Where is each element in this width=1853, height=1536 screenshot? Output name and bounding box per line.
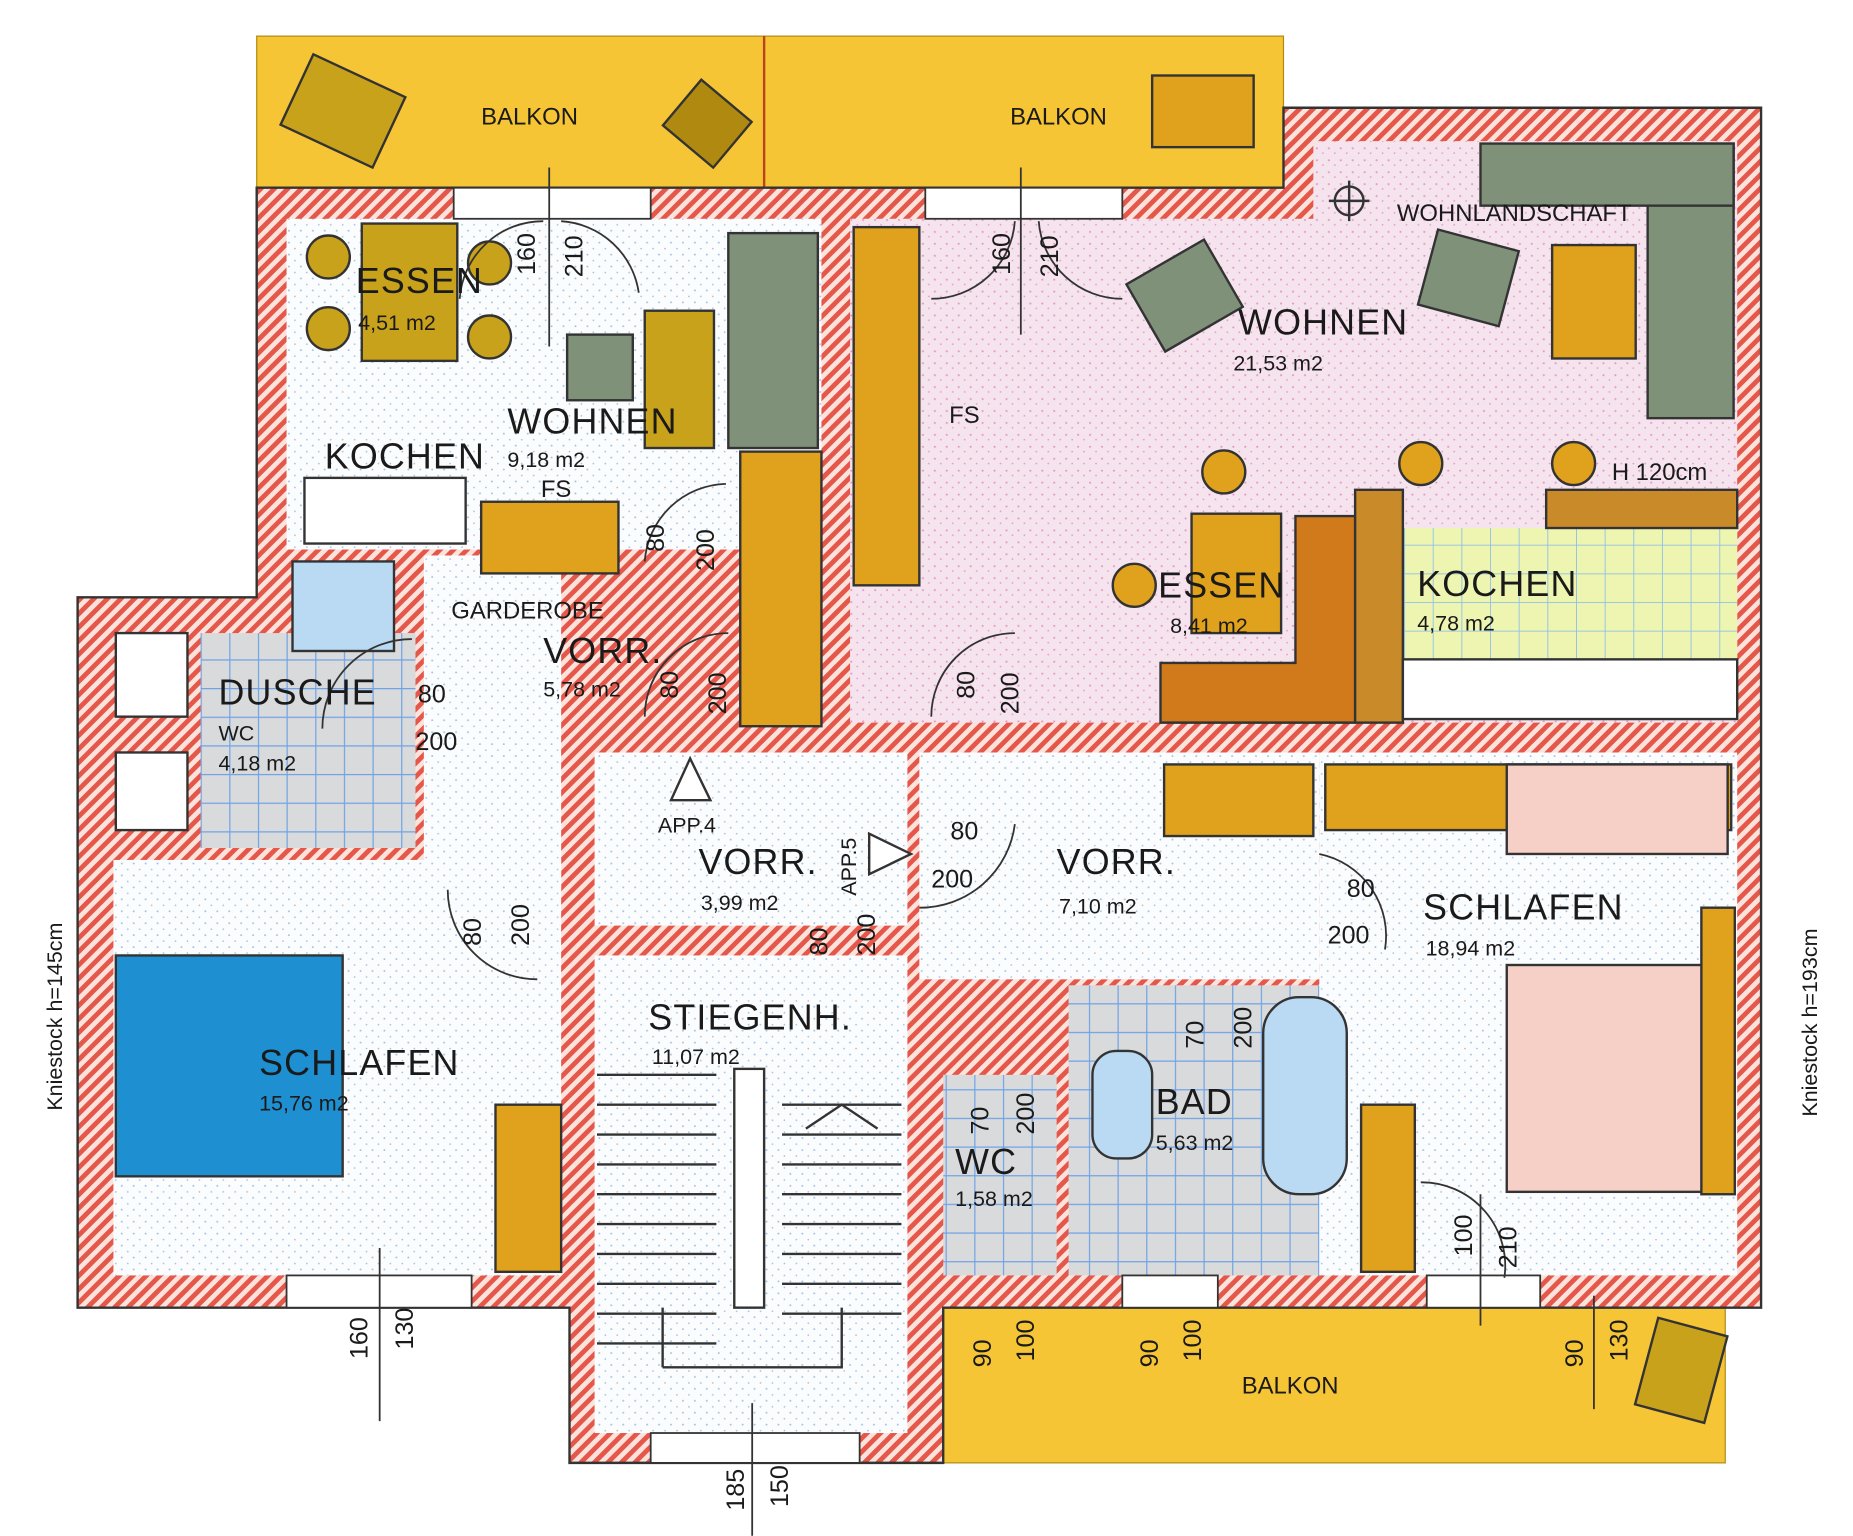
dim: 100: [1450, 1214, 1478, 1256]
dim: 80: [1347, 875, 1375, 903]
room-name: WOHNEN: [507, 402, 677, 442]
dim: 100: [1179, 1320, 1207, 1362]
dim: 80: [642, 524, 670, 552]
dim: 80: [950, 818, 978, 846]
dim: 70: [967, 1107, 995, 1135]
dim: 210: [561, 235, 589, 277]
balcony-label: BALKON: [1010, 103, 1107, 130]
entrance-marker-app4: [669, 755, 713, 802]
room-name: ESSEN: [1158, 565, 1285, 605]
dim: 200: [931, 865, 973, 893]
room-name: WOHNEN: [1238, 303, 1408, 343]
kniestock-right: Kniestock h=193cm: [1798, 929, 1822, 1117]
dim: 200: [996, 672, 1024, 714]
dim: 80: [656, 671, 684, 699]
room-name: GARDEROBE: [451, 598, 603, 625]
furniture: [114, 52, 1739, 1425]
room-area: 5,63 m2: [1156, 1131, 1234, 1155]
app5-label: APP.5: [837, 838, 861, 896]
room-area: 9,18 m2: [507, 448, 585, 472]
dim: 200: [1012, 1093, 1040, 1135]
dim: 80: [805, 928, 833, 956]
dim: 80: [459, 918, 487, 946]
room-area: 3,99 m2: [701, 891, 779, 915]
dim: 185: [722, 1469, 750, 1511]
kniestock-left: Kniestock h=145cm: [43, 923, 67, 1111]
balcony-bottom: [942, 1307, 1726, 1464]
dim: 160: [346, 1317, 374, 1359]
dim: 160: [988, 233, 1016, 275]
room-name: BAD: [1156, 1082, 1233, 1122]
room-vorr-mid: [594, 752, 908, 926]
dim: 90: [969, 1339, 997, 1367]
dim: 80: [418, 680, 446, 708]
room-area: 7,10 m2: [1059, 895, 1137, 919]
room-wc: [943, 1074, 1057, 1276]
dim: 210: [1036, 235, 1064, 277]
dim: 210: [1494, 1226, 1522, 1268]
room-area: 11,07 m2: [652, 1045, 740, 1069]
room-area: 18,94 m2: [1426, 936, 1516, 960]
stairs: [596, 1067, 902, 1369]
dim: 200: [1328, 922, 1370, 950]
dim: 200: [853, 914, 881, 956]
room-dusche: [200, 633, 416, 848]
room-area: 4,78 m2: [1417, 612, 1495, 636]
dim: 160: [513, 233, 541, 275]
room-name: DUSCHE: [218, 673, 376, 713]
dim: 70: [1181, 1021, 1209, 1049]
room-kochen-right: [1402, 528, 1738, 660]
dimension-lines: [378, 167, 1595, 1536]
room-area: 21,53 m2: [1233, 351, 1323, 375]
dim: 100: [1012, 1320, 1040, 1362]
room-area: 15,76 m2: [259, 1092, 349, 1116]
dimension-labels: 160 210 160 210 80 200 80 200 80 200 80 …: [346, 233, 1634, 1511]
dim: 80: [952, 671, 980, 699]
app4-label: APP.4: [658, 813, 716, 837]
room-name: STIEGENH.: [648, 997, 852, 1037]
dim: 200: [1229, 1007, 1257, 1049]
balcony-label: BALKON: [481, 103, 578, 130]
dim: 90: [1561, 1339, 1589, 1367]
room-area: 1,58 m2: [955, 1187, 1033, 1211]
room-area: 4,18 m2: [218, 751, 296, 775]
room-name: WC: [955, 1142, 1017, 1182]
room-sub: WC: [218, 722, 254, 746]
room-name: WOHNLANDSCHAFT: [1397, 200, 1632, 227]
dim: 200: [507, 904, 535, 946]
room-name: VORR.: [1057, 842, 1176, 882]
room-area: 8,41 m2: [1170, 614, 1248, 638]
dim: 200: [704, 672, 732, 714]
room-name: ESSEN: [356, 261, 483, 301]
door-swings: [321, 220, 1507, 1278]
height-label: H 120cm: [1612, 459, 1707, 486]
room-name: KOCHEN: [325, 436, 485, 476]
dim: 130: [391, 1308, 419, 1350]
room-name: SCHLAFEN: [259, 1043, 460, 1083]
balcony-label: BALKON: [1242, 1373, 1339, 1400]
fs-label: FS: [949, 402, 979, 429]
room-area: 4,51 m2: [358, 311, 436, 335]
dim: 200: [692, 529, 720, 571]
room-name: VORR.: [543, 631, 662, 671]
dim: 130: [1605, 1320, 1633, 1362]
room-vorr-left: [423, 555, 562, 890]
fs-label: FS: [541, 476, 572, 503]
room-name: SCHLAFEN: [1423, 888, 1624, 928]
dim: 200: [415, 728, 457, 756]
room-area: 5,78 m2: [543, 677, 621, 701]
room-name: KOCHEN: [1417, 564, 1577, 604]
dim: 90: [1136, 1339, 1164, 1367]
dim: 150: [766, 1465, 794, 1507]
entrance-marker-app5: [867, 831, 914, 877]
room-name: VORR.: [698, 842, 817, 882]
